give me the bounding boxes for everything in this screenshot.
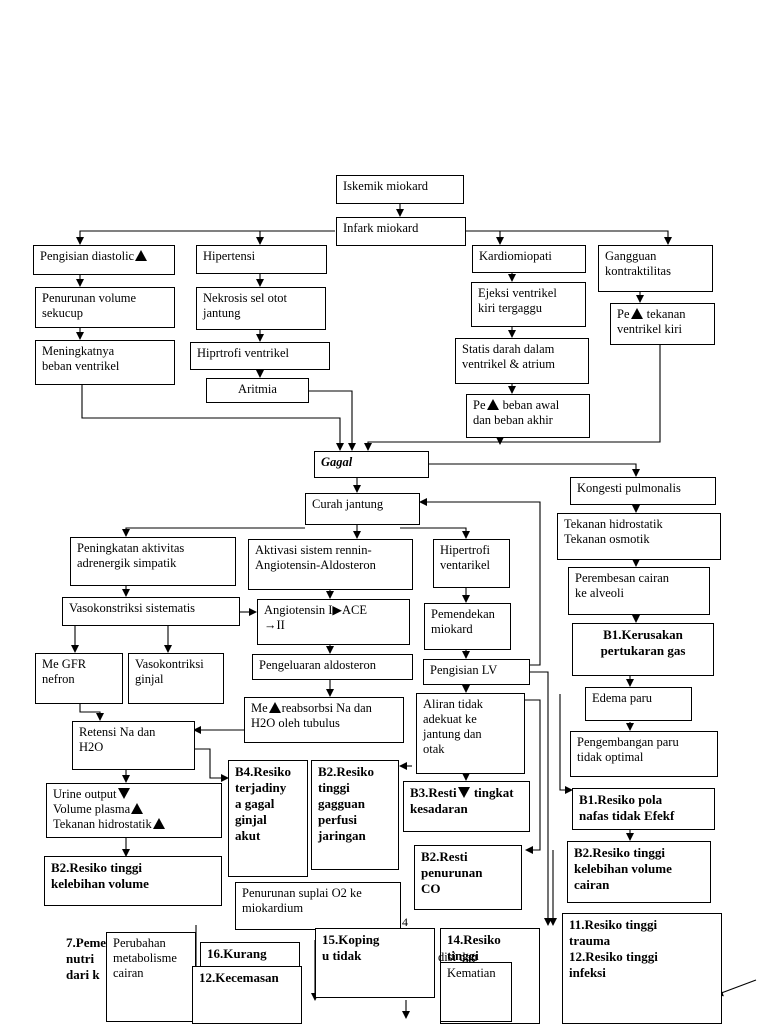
label-prefix: Pe — [617, 307, 630, 321]
decrease-arrow-icon — [117, 788, 130, 799]
increase-arrow-icon — [630, 308, 643, 319]
node-ejeksi: Ejeksi ventrikel kiri tergaggu — [471, 282, 586, 327]
node-tekanan-hidrostatik: Tekanan hidrostatik Tekanan osmotik — [557, 513, 721, 560]
node-edema: Edema paru — [585, 687, 692, 721]
label-tekanan: Tekanan hidrostatik — [53, 817, 152, 831]
increase-arrow-icon — [131, 803, 144, 814]
node-vasokonstriksi: Vasokonstriksi sistematis — [62, 597, 240, 626]
node-hiprtrofi: Hiprtrofi ventrikel — [190, 342, 330, 370]
node-b2-perfusi: B2.Resiko tinggi gagguan perfusi jaringa… — [311, 760, 399, 870]
node-penurunan-suplai: Penurunan suplai O2 ke miokardium — [235, 882, 401, 930]
node-gangguan-kontraktilitas: Gangguan kontraktilitas — [598, 245, 713, 292]
node-pengembangan: Pengembangan paru tidak optimal — [570, 731, 718, 777]
node-statis: Statis darah dalam ventrikel & atrium — [455, 338, 589, 384]
node-perubahan: Perubahan metabolisme cairan — [106, 932, 196, 1022]
node-aliran: Aliran tidak adekuat ke jantung dan otak — [416, 693, 525, 774]
increase-arrow-icon — [268, 702, 281, 713]
label-part2: ACE — [342, 603, 368, 617]
node-perembesan: Perembesan cairan ke alveoli — [568, 567, 710, 615]
node-b1-kerusakan: B1.Kerusakan pertukaran gas — [572, 623, 714, 676]
decrease-arrow-icon — [457, 787, 470, 798]
node-pengeluaran: Pengeluaran aldosteron — [252, 654, 413, 680]
label-urine: Urine output — [53, 787, 117, 801]
label-suffix: beban awal dan beban akhir — [473, 398, 560, 427]
node-gagal: Gagal — [314, 451, 429, 478]
node-pe-beban: Pe beban awal dan beban akhir — [466, 394, 590, 438]
label-suffix: reabsorbsi Na dan H2O oleh tubulus — [251, 701, 372, 730]
label-prefix: Me — [251, 701, 268, 715]
node-fragment-12-kecemasan: 12.Kecemasan — [192, 966, 302, 1024]
node-iskemik: Iskemik miokard — [336, 175, 464, 204]
label: Pengisian diastolic — [40, 249, 135, 263]
node-retensi: Retensi Na dan H2O — [72, 721, 195, 770]
node-b3-resti: B3.Resti tingkat kesadaran — [403, 781, 530, 832]
label-part3: II — [276, 618, 285, 632]
node-meningkatnya: Meningkatnya beban ventrikel — [35, 340, 175, 385]
node-hipertrofi-ventarikel: Hipertrofi ventarikel — [433, 539, 510, 588]
increase-arrow-icon — [152, 818, 165, 829]
node-urine-output: Urine output Volume plasma Tekanan hidro… — [46, 783, 222, 838]
label-prefix: Pe — [473, 398, 486, 412]
node-angiotensin: Angiotensin I▶ACE →II — [257, 599, 410, 645]
node-penurunan-volume: Penurunan volume sekucup — [35, 287, 175, 328]
node-kardiomiopati: Kardiomiopati — [472, 245, 586, 273]
increase-arrow-icon — [135, 250, 148, 261]
increase-arrow-icon — [486, 399, 499, 410]
node-b4-resiko: B4.Resiko terjadiny a gagal ginjal akut — [228, 760, 308, 877]
node-fragment-disi: disi dan — [438, 950, 478, 964]
label-suffix: tekanan ventrikel kiri — [617, 307, 686, 336]
node-b2-resti-co: B2.Resti penurunan CO — [414, 845, 522, 910]
node-b2-kelebihan-left: B2.Resiko tinggi kelebihan volume — [44, 856, 222, 906]
node-pengisian-diastolic: Pengisian diastolic — [33, 245, 175, 275]
node-hipertensi: Hipertensi — [196, 245, 327, 274]
node-peningkatan-aktivitas: Peningkatan aktivitas adrenergik simpati… — [70, 537, 236, 586]
label-prefix: B3.Resti — [410, 785, 457, 800]
node-curah: Curah jantung — [305, 493, 420, 525]
node-infark: Infark miokard — [336, 217, 466, 246]
node-b1-pola: B1.Resiko pola nafas tidak Efekf — [572, 788, 715, 830]
right-arrow-icon: ▶ — [332, 603, 343, 617]
node-aritmia: Aritmia — [206, 378, 309, 403]
node-aktivasi: Aktivasi sistem rennin- Angiotensin-Aldo… — [248, 539, 413, 590]
node-b2-kelebihan-right: B2.Resiko tinggi kelebihan volume cairan — [567, 841, 711, 903]
node-fragment-11: 11.Resiko tinggi trauma 12.Resiko tinggi… — [562, 913, 722, 1024]
node-fragment-15: 15.Koping u tidak — [315, 928, 435, 998]
node-pe-tekanan: Pe tekanan ventrikel kiri — [610, 303, 715, 345]
node-me-gfr: Me GFR nefron — [35, 653, 123, 704]
node-nekrosis: Nekrosis sel otot jantung — [196, 287, 326, 330]
node-pemendekan: Pemendekan miokard — [424, 603, 511, 650]
page-number: 4 — [402, 915, 408, 929]
node-vasokontriksi-ginjal: Vasokontriksi ginjal — [128, 653, 224, 704]
node-pengisian-lv: Pengisian LV — [423, 659, 530, 685]
node-kongesti: Kongesti pulmonalis — [570, 477, 716, 505]
node-fragment-kematian: Kematian — [440, 962, 512, 1022]
right-arrow-icon: → — [264, 618, 277, 632]
label-suffix: tingkat kesadaran — [410, 785, 514, 816]
label-volume: Volume plasma — [53, 802, 131, 816]
label-part1: Angiotensin I — [264, 603, 333, 617]
